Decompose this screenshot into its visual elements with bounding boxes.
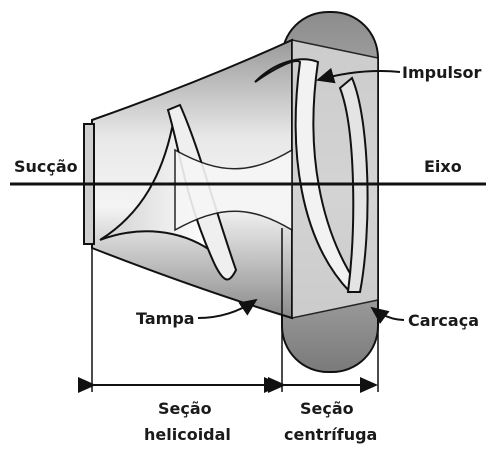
label-carcaca: Carcaça <box>408 311 479 330</box>
tampa-arrow <box>197 298 258 319</box>
label-secao-centrifuga-1: Seção <box>300 399 354 418</box>
label-impulsor: Impulsor <box>402 63 481 82</box>
label-secao-centrifuga-2: centrífuga <box>284 425 377 444</box>
carcaca-arrow <box>370 306 405 324</box>
impulsor-arrow <box>316 67 401 84</box>
impeller-hub <box>174 148 293 232</box>
label-secao-helicoidal-2: helicoidal <box>144 425 231 444</box>
label-succao: Sucção <box>14 157 78 176</box>
label-secao-helicoidal-1: Seção <box>158 399 212 418</box>
label-tampa: Tampa <box>136 309 195 328</box>
label-eixo: Eixo <box>424 157 462 176</box>
